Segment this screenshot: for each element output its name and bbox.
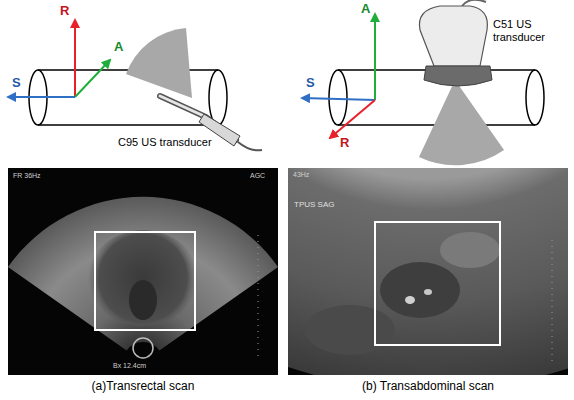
scanner-readout: 43Hz xyxy=(293,171,309,179)
transrectal-setup xyxy=(8,20,262,150)
axis-label: S xyxy=(12,76,21,91)
depth-scale xyxy=(552,240,553,362)
subfigure-caption: (a)Transrectal scan xyxy=(92,380,195,394)
axis-arrow xyxy=(302,98,375,100)
axis-label: S xyxy=(306,76,315,91)
probe-handle xyxy=(419,6,487,66)
device-label: C51 US transducer xyxy=(493,18,569,43)
axis-arrow xyxy=(8,96,75,98)
axis-label: A xyxy=(361,2,370,17)
scanner-readout: AGC xyxy=(250,172,265,180)
scan-fan xyxy=(288,168,568,375)
axis-arrow xyxy=(75,60,110,97)
cylinder-end xyxy=(329,70,347,125)
scanner-readout: TPUS SAG xyxy=(294,200,334,209)
axis-label: A xyxy=(114,40,123,55)
tissue-shadow xyxy=(380,262,460,318)
calcification xyxy=(424,289,432,295)
prostate-region xyxy=(88,230,198,326)
axis-arrow xyxy=(374,14,376,100)
axis-label: R xyxy=(60,4,69,19)
probe-head xyxy=(424,66,492,86)
axis-arrow xyxy=(330,100,375,138)
roi-box xyxy=(95,232,195,330)
probe-cable xyxy=(238,142,262,150)
tissue-bright xyxy=(440,232,500,268)
transabdominal-image xyxy=(85,7,574,390)
cylinder-end xyxy=(526,70,544,125)
scan-fan xyxy=(419,80,504,165)
calcification xyxy=(405,296,415,304)
tissue-shadow xyxy=(305,305,395,355)
axis-arrow xyxy=(74,20,76,97)
image-ground xyxy=(8,168,278,375)
axis-label: R xyxy=(340,136,349,151)
scan-fan xyxy=(126,28,192,98)
transrectal-image xyxy=(8,168,278,375)
scan-fan xyxy=(8,197,278,351)
urethra-shadow xyxy=(129,280,157,320)
scanner-readout: Bx 12.4cm xyxy=(113,362,146,370)
cylinder-end xyxy=(209,70,227,125)
roi-box xyxy=(375,222,500,345)
probe-cable xyxy=(462,0,486,6)
subfigure-caption: (b) Transabdominal scan xyxy=(362,380,494,394)
scanner-readout: FR 36Hz xyxy=(13,172,41,180)
device-label: C95 US transducer xyxy=(118,136,212,149)
depth-scale xyxy=(258,235,259,360)
probe-mark xyxy=(133,338,153,358)
